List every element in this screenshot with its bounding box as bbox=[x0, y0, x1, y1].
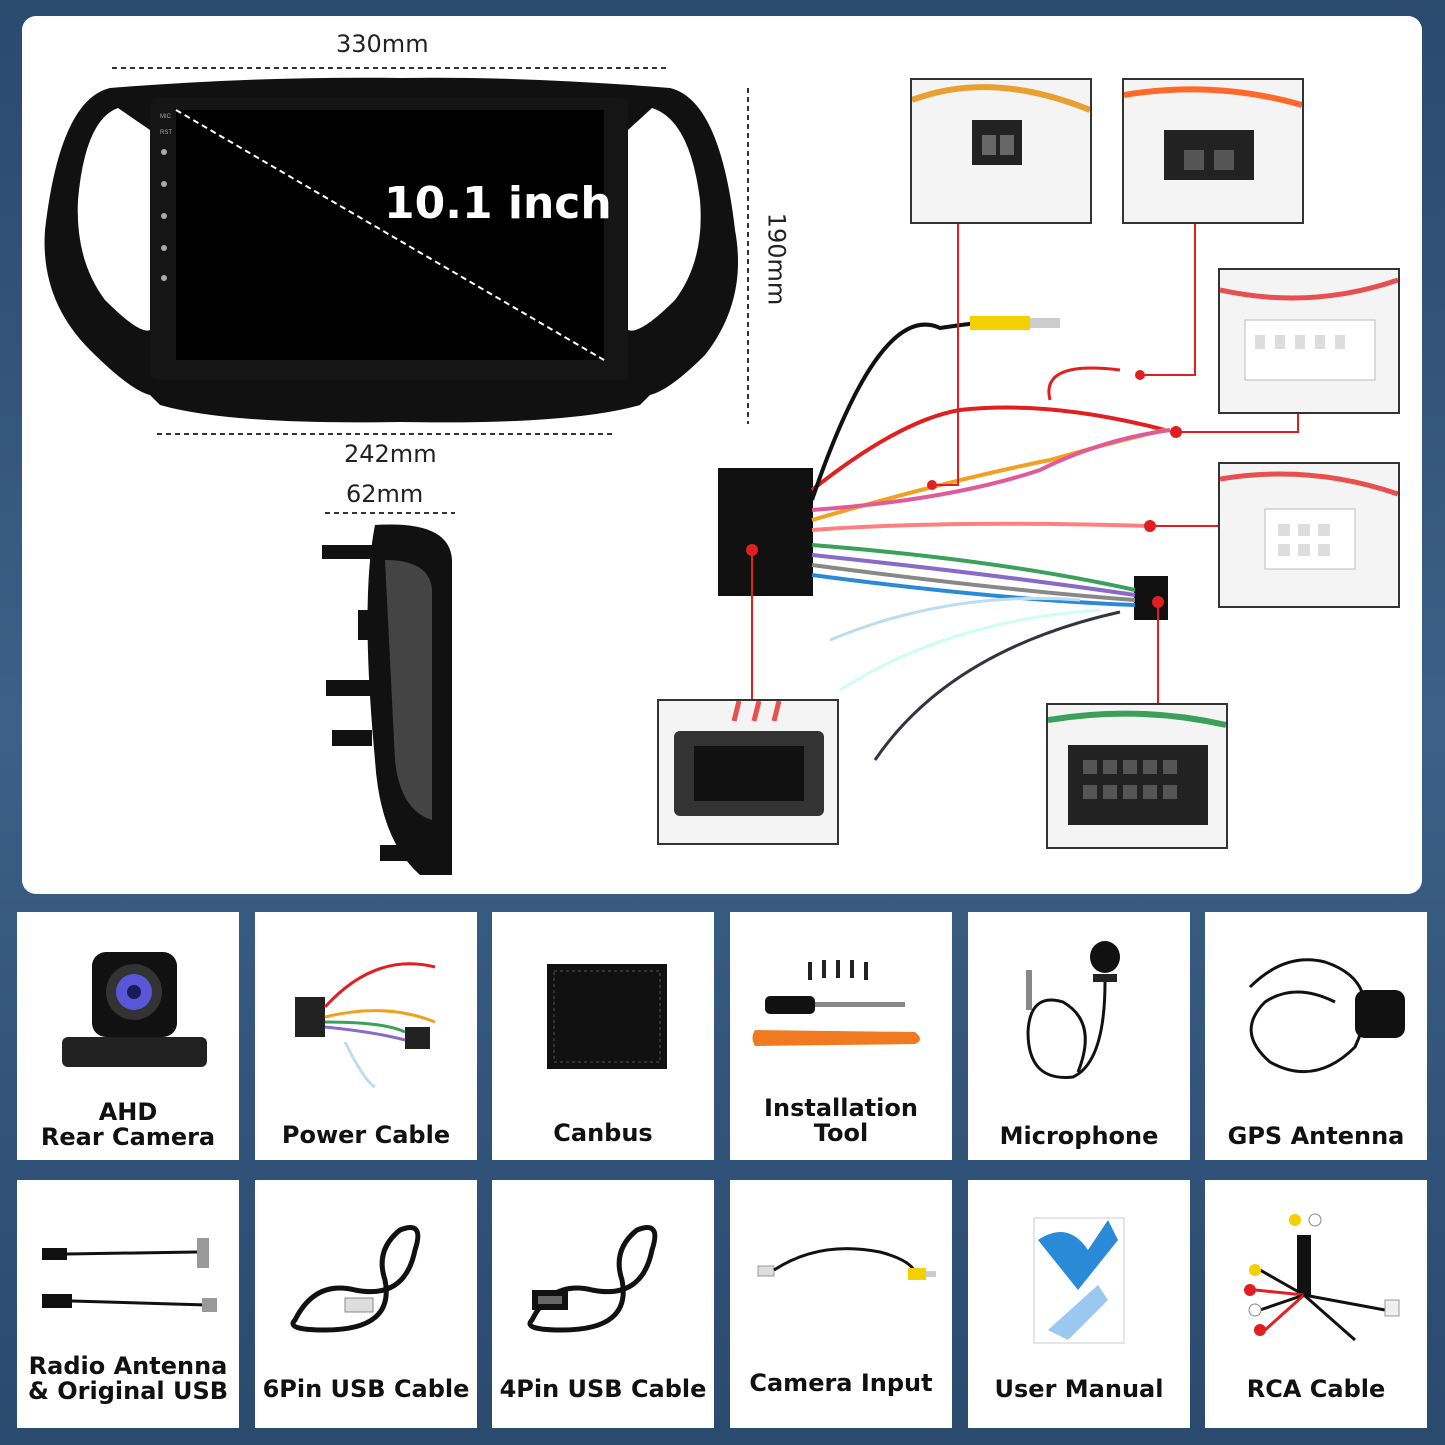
connector-photo-6 bbox=[1046, 703, 1228, 849]
rca-icon bbox=[1244, 1213, 1400, 1342]
accessory-label: User Manual bbox=[994, 1375, 1164, 1403]
accessory-card-6pin-usb: 6Pin USB Cable bbox=[255, 1180, 477, 1428]
accessory-card-radio-antenna: Radio Antenna & Original USB bbox=[17, 1180, 239, 1428]
width-dimension: 330mm bbox=[336, 30, 429, 58]
antenna-icon bbox=[42, 1238, 217, 1312]
main-connector bbox=[718, 468, 813, 596]
bottom-dimension: 242mm bbox=[344, 440, 437, 468]
stereo-unit-illustration bbox=[44, 67, 749, 875]
accessory-label: RCA Cable bbox=[1246, 1375, 1386, 1403]
accessory-card-user-manual: User Manual bbox=[968, 1180, 1190, 1428]
power-cable-icon bbox=[295, 962, 436, 1089]
microphone-icon bbox=[1026, 941, 1120, 1079]
accessory-card-rca: RCA Cable bbox=[1205, 1180, 1427, 1428]
accessory-label: AHD Rear Camera bbox=[40, 1098, 216, 1151]
accessory-card-tool: Installation Tool bbox=[730, 912, 952, 1160]
accessory-card-4pin-usb: 4Pin USB Cable bbox=[492, 1180, 714, 1428]
manual-icon bbox=[1033, 1217, 1125, 1344]
camera-input-icon bbox=[757, 1247, 936, 1280]
depth-dimension: 62mm bbox=[346, 480, 424, 508]
wiring-harness-illustration bbox=[718, 222, 1299, 761]
accessory-label: Installation Tool bbox=[764, 1094, 918, 1147]
usb-cable-icon bbox=[527, 1225, 658, 1333]
accessory-card-power-cable: Power Cable bbox=[255, 912, 477, 1160]
usb-cable-icon bbox=[290, 1225, 421, 1333]
accessory-card-canbus: Canbus bbox=[492, 912, 714, 1160]
connector-photo-4 bbox=[1218, 462, 1400, 608]
accessory-label: Canbus bbox=[553, 1119, 653, 1147]
accessory-card-gps: GPS Antenna bbox=[1205, 912, 1427, 1160]
gps-icon bbox=[1248, 958, 1405, 1074]
camera-icon bbox=[62, 952, 207, 1067]
connector-photo-1 bbox=[910, 78, 1092, 224]
accessory-label: 6Pin USB Cable bbox=[262, 1375, 470, 1403]
canbus-icon bbox=[547, 964, 667, 1069]
tool-icon bbox=[752, 960, 920, 1046]
connector-photo-5 bbox=[657, 699, 839, 845]
connector-photo-2 bbox=[1122, 78, 1304, 224]
accessory-label: Microphone bbox=[999, 1122, 1159, 1150]
accessory-label: GPS Antenna bbox=[1227, 1122, 1405, 1150]
accessory-card-microphone: Microphone bbox=[968, 912, 1190, 1160]
iso-connector bbox=[1134, 576, 1168, 620]
accessory-label: Camera Input bbox=[749, 1369, 933, 1397]
mic-label: MIC bbox=[160, 114, 171, 120]
accessory-label: Power Cable bbox=[281, 1121, 451, 1149]
connector-photo-3 bbox=[1218, 268, 1400, 414]
screen-size-label: 10.1 inch bbox=[384, 178, 612, 229]
rst-label: RST bbox=[160, 130, 172, 136]
accessory-card-camera: AHD Rear Camera bbox=[17, 912, 239, 1160]
accessory-card-camera-input: Camera Input bbox=[730, 1180, 952, 1428]
accessory-label: 4Pin USB Cable bbox=[499, 1375, 707, 1403]
accessory-label: Radio Antenna & Original USB bbox=[27, 1352, 229, 1405]
